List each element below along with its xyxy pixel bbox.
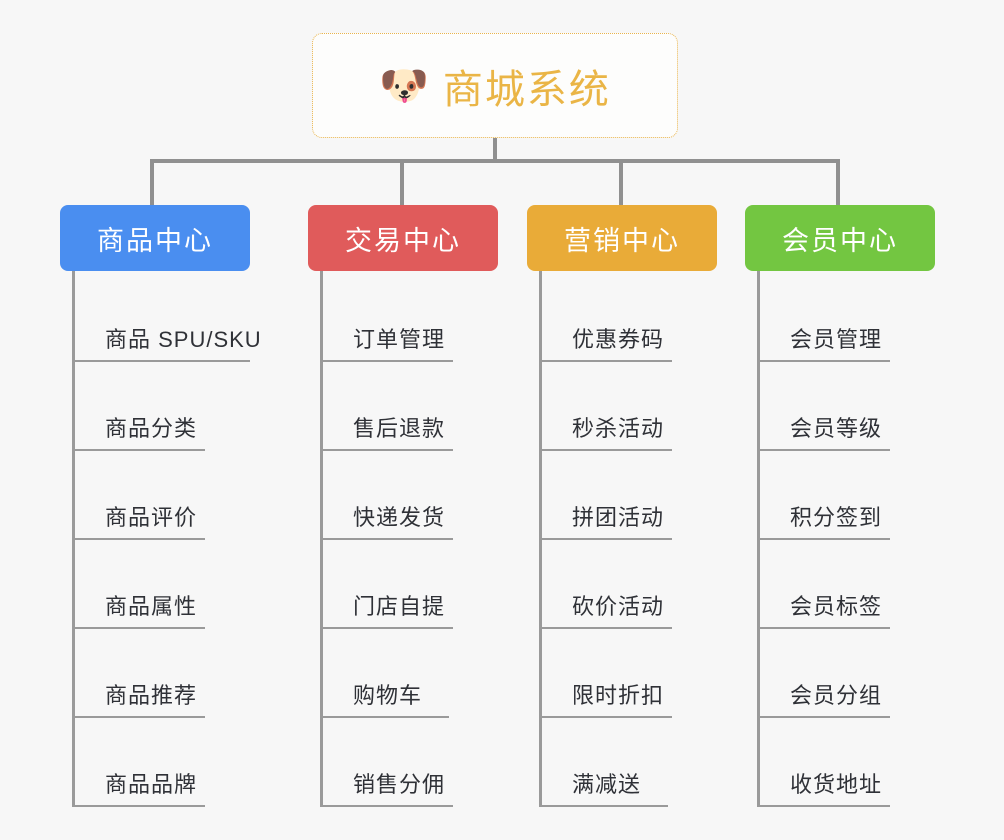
shiba-dog-icon: 🐶 (379, 63, 429, 108)
leaf-label: 会员等级 (760, 411, 891, 451)
category-header-member-center[interactable]: 会员中心 (745, 205, 935, 271)
leaf-list-trade-center: 订单管理 售后退款 快递发货 门店自提 购物车 销售分佣 (320, 271, 498, 807)
list-item[interactable]: 商品品牌 (75, 718, 250, 807)
leaf-label: 商品评价 (75, 500, 206, 540)
list-item[interactable]: 会员分组 (760, 629, 935, 718)
leaf-label: 商品品牌 (75, 767, 206, 807)
leaf-label: 会员标签 (760, 589, 891, 629)
list-item[interactable]: 商品推荐 (75, 629, 250, 718)
leaf-label: 收货地址 (760, 767, 891, 807)
leaf-label: 商品属性 (75, 589, 206, 629)
branch-trade-center: 交易中心 订单管理 售后退款 快递发货 门店自提 购物车 销售分佣 (308, 205, 498, 807)
list-item[interactable]: 商品评价 (75, 451, 250, 540)
list-item[interactable]: 优惠券码 (542, 273, 717, 362)
root-node[interactable]: 🐶 商城系统 (312, 33, 678, 138)
root-title: 商城系统 (442, 67, 611, 112)
leaf-label: 购物车 (323, 678, 449, 718)
list-item[interactable]: 订单管理 (323, 273, 498, 362)
list-item[interactable]: 商品 SPU/SKU (75, 273, 261, 362)
leaf-label: 优惠券码 (542, 322, 673, 362)
leaf-label: 积分签到 (760, 500, 891, 540)
category-header-marketing-center[interactable]: 营销中心 (527, 205, 717, 271)
leaf-label: 商品推荐 (75, 678, 206, 718)
category-header-product-center[interactable]: 商品中心 (60, 205, 250, 271)
leaf-label: 满减送 (542, 767, 668, 807)
list-item[interactable]: 秒杀活动 (542, 362, 717, 451)
list-item[interactable]: 限时折扣 (542, 629, 717, 718)
list-item[interactable]: 商品分类 (75, 362, 250, 451)
list-item[interactable]: 会员标签 (760, 540, 935, 629)
leaf-label: 销售分佣 (323, 767, 454, 807)
leaf-label: 拼团活动 (542, 500, 673, 540)
list-item[interactable]: 商品属性 (75, 540, 250, 629)
leaf-label: 砍价活动 (542, 589, 673, 629)
connector-drop-3 (619, 159, 623, 207)
connector-root-stub (493, 138, 497, 163)
leaf-label: 售后退款 (323, 411, 454, 451)
leaf-label: 限时折扣 (542, 678, 673, 718)
leaf-label: 会员管理 (760, 322, 891, 362)
leaf-label: 商品分类 (75, 411, 206, 451)
connector-drop-1 (150, 159, 154, 207)
list-item[interactable]: 购物车 (323, 629, 498, 718)
list-item[interactable]: 满减送 (542, 718, 717, 807)
branch-member-center: 会员中心 会员管理 会员等级 积分签到 会员标签 会员分组 收货地址 (745, 205, 935, 807)
list-item[interactable]: 收货地址 (760, 718, 935, 807)
leaf-list-product-center: 商品 SPU/SKU 商品分类 商品评价 商品属性 商品推荐 商品品牌 (72, 271, 261, 807)
list-item[interactable]: 砍价活动 (542, 540, 717, 629)
connector-drop-2 (400, 159, 404, 207)
leaf-label: 门店自提 (323, 589, 454, 629)
leaf-label: 会员分组 (760, 678, 891, 718)
leaf-label: 订单管理 (323, 322, 454, 362)
list-item[interactable]: 门店自提 (323, 540, 498, 629)
list-item[interactable]: 售后退款 (323, 362, 498, 451)
list-item[interactable]: 会员等级 (760, 362, 935, 451)
list-item[interactable]: 销售分佣 (323, 718, 498, 807)
list-item[interactable]: 快递发货 (323, 451, 498, 540)
leaf-label: 商品 SPU/SKU (75, 322, 261, 362)
connector-horizontal-bus (150, 159, 840, 163)
branch-marketing-center: 营销中心 优惠券码 秒杀活动 拼团活动 砍价活动 限时折扣 满减送 (527, 205, 717, 807)
list-item[interactable]: 拼团活动 (542, 451, 717, 540)
branch-product-center: 商品中心 商品 SPU/SKU 商品分类 商品评价 商品属性 商品推荐 商品品牌 (60, 205, 261, 807)
leaf-label: 秒杀活动 (542, 411, 673, 451)
leaf-list-marketing-center: 优惠券码 秒杀活动 拼团活动 砍价活动 限时折扣 满减送 (539, 271, 717, 807)
category-header-trade-center[interactable]: 交易中心 (308, 205, 498, 271)
connector-drop-4 (836, 159, 840, 207)
list-item[interactable]: 积分签到 (760, 451, 935, 540)
leaf-list-member-center: 会员管理 会员等级 积分签到 会员标签 会员分组 收货地址 (757, 271, 935, 807)
leaf-label: 快递发货 (323, 500, 454, 540)
list-item[interactable]: 会员管理 (760, 273, 935, 362)
